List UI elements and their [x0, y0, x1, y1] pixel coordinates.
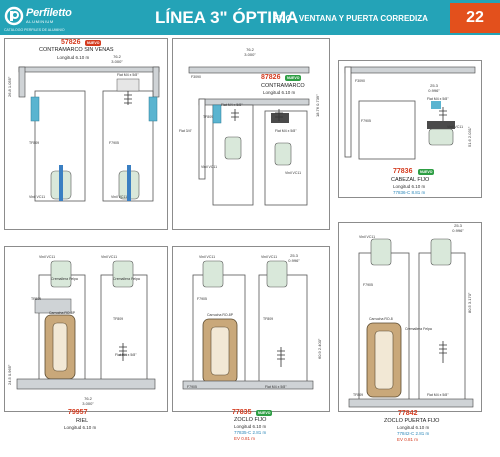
- vinyl-label: Vinil VC11: [285, 171, 302, 175]
- part-label: TF809: [203, 115, 214, 119]
- profile-description: CABEZAL FIJO: [391, 177, 430, 183]
- profile-drawing: [348, 238, 474, 408]
- part-label: TF809: [29, 141, 40, 145]
- profile-panel-57826: 57826 NUEVO CONTRAMARCO SIN VENAS Longit…: [4, 38, 168, 230]
- vinyl-label: Vinil VC11: [447, 125, 464, 129]
- fastener-label: Flat M4 x 5/8": [427, 97, 449, 101]
- profile-code-77842: 77842: [398, 410, 418, 417]
- profile-panel-79957: 24.5 0.965" Vinil VC11 Vinil VC11 Cremal…: [4, 246, 168, 412]
- profile-drawing: [16, 260, 156, 390]
- profile-code-79957: 79957: [68, 409, 88, 416]
- header-bar: Perfiletto ALUMINIUM CATÁLOGO PERFILES D…: [0, 0, 500, 35]
- gasket-label: Cremallera Felpa: [51, 277, 78, 281]
- part-label: F7905: [197, 297, 207, 301]
- fastener-label: Flat M4 x 5/8": [427, 393, 449, 397]
- profile-description: ZOCLO PUERTA FIJO: [384, 418, 440, 424]
- vinyl-label: Vinil VC11: [199, 255, 216, 259]
- logo-tagline: CATÁLOGO PERFILES DE ALUMINIO: [4, 28, 65, 32]
- part-label: TF809: [113, 317, 124, 321]
- fastener-label: Flat M4 x 5/8": [265, 385, 287, 389]
- profile-description: CONTRAMARCO SIN VENAS: [39, 47, 114, 53]
- vinyl-label: Vinil VC11: [261, 255, 278, 259]
- brand-logo: Perfiletto ALUMINIUM CATÁLOGO PERFILES D…: [4, 6, 96, 32]
- vinyl-label: Vinil VC11: [359, 235, 376, 239]
- fastener-label: Flat M4 x 5/8": [115, 353, 137, 357]
- part-label: F7905: [109, 141, 119, 145]
- carrucha-label: Carrucha RO-8P: [49, 311, 76, 315]
- profile-length: Longitud 6.10 m: [397, 425, 430, 430]
- profile-code-77836: 77836: [393, 168, 413, 175]
- part-label: F3090: [355, 79, 365, 83]
- gasket-label: Cremallera Felpa: [113, 277, 140, 281]
- carrucha-label: Carrucha RO-8: [369, 317, 393, 321]
- profile-length: Longitud 6.10 m: [57, 55, 90, 60]
- page-subtitle: FIJO - VENTANA Y PUERTA CORREDIZA: [274, 14, 428, 23]
- profile-drawing: [18, 66, 160, 202]
- profile-drawing: [344, 66, 476, 160]
- part-label: F7905: [363, 283, 373, 287]
- part-label: F7905: [187, 385, 197, 389]
- fastener-label: Flat M4 x 5/8": [117, 73, 139, 77]
- carrucha-label: Carrucha RO-8P: [207, 313, 234, 317]
- vinyl-label: Vinil VC11: [39, 255, 56, 259]
- page-title: LÍNEA 3" ÓPTIMA: [155, 8, 299, 27]
- profile-option: 77835-C 2.81 m: [234, 430, 267, 435]
- profile-option: 77842-C 2.81 m: [397, 431, 430, 436]
- profile-length: Longitud 6.10 m: [393, 184, 426, 189]
- part-label: Flat 3/4": [179, 129, 192, 133]
- part-label: TF809: [31, 297, 42, 301]
- vinyl-label: Vinil VC11: [201, 165, 218, 169]
- vinyl-label: Vinil VC11: [111, 195, 128, 199]
- page-number: 22: [450, 3, 500, 33]
- part-label: TF809: [353, 393, 364, 397]
- fastener-label: Flat M4 x 5/8": [275, 129, 297, 133]
- gasket-label: Cremallera Felpa: [405, 327, 432, 331]
- new-badge: NUEVO: [418, 169, 435, 175]
- profile-code: 87826: [261, 74, 281, 81]
- profile-drawing: [182, 260, 314, 390]
- part-label: F7905: [361, 119, 371, 123]
- profile-description: CONTRAMARCO: [261, 83, 305, 89]
- profile-length: Longitud 6.10 m: [263, 90, 296, 95]
- profile-option: 77836-C 8.81 m: [393, 190, 426, 195]
- profile-drawing: [188, 66, 310, 206]
- new-badge: NUEVO: [285, 75, 302, 81]
- profile-code: 57826: [61, 39, 81, 46]
- profile-option: EV 0.81 m: [234, 436, 256, 441]
- profile-description: ZOCLO FIJO: [234, 417, 267, 423]
- profile-code-77835: 77835: [232, 409, 252, 416]
- part-label: TF809: [263, 317, 274, 321]
- part-label: F3090: [191, 75, 201, 79]
- profile-length: Longitud 6.10 m: [234, 424, 267, 429]
- fastener-label: Flat M4 x 5/8": [221, 103, 243, 107]
- profile-option: EV 0.81 m: [397, 437, 419, 442]
- logo-icon: [4, 6, 24, 26]
- new-badge: NUEVO: [85, 40, 102, 46]
- vinyl-label: Vinil VC11: [29, 195, 46, 199]
- new-badge: NUEVO: [256, 410, 273, 416]
- logo-text: Perfiletto: [26, 7, 72, 19]
- logo-subtitle: ALUMINIUM: [26, 19, 54, 24]
- vinyl-label: Vinil VC11: [101, 255, 118, 259]
- profile-description: RIEL: [76, 418, 89, 424]
- profile-length: Longitud 6.10 m: [64, 425, 97, 430]
